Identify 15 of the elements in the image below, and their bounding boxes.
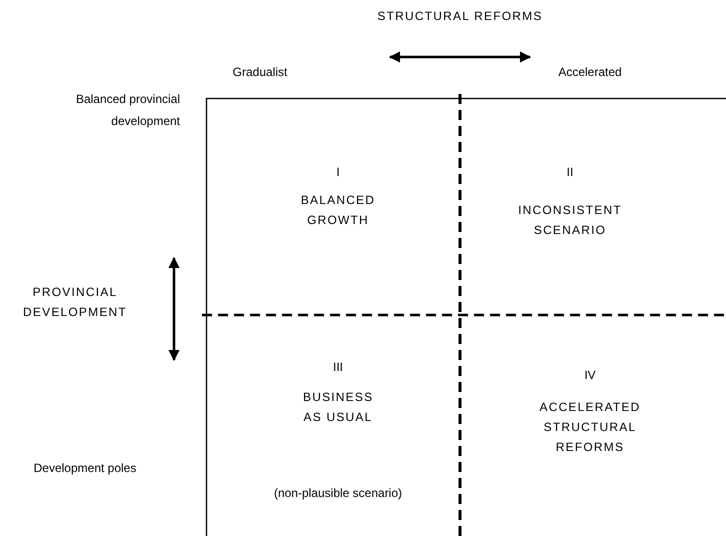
roman-numeral: IV [583,367,597,384]
axis-label: Gradualist [232,64,288,81]
roman-numeral: III [332,359,344,376]
axis-label: Development poles [32,460,138,477]
axis-label: Balanced provincial development [74,91,180,130]
quadrant-note: (non-plausible scenario) [272,485,404,502]
quadrant-title: ACCELERATED STRUCTURAL REFORMS [538,399,642,456]
roman-numeral: I [335,164,341,181]
axis-title: PROVINCIAL DEVELOPMENT [22,284,128,321]
quadrant-title: BUSINESS AS USUAL [303,389,373,426]
quadrant-title: BALANCED GROWTH [300,192,376,229]
axis-label: Accelerated [557,64,623,81]
axis-title: STRUCTURAL REFORMS [376,8,544,25]
quadrant-title: INCONSISTENT SCENARIO [517,202,623,239]
roman-numeral: II [566,164,574,181]
